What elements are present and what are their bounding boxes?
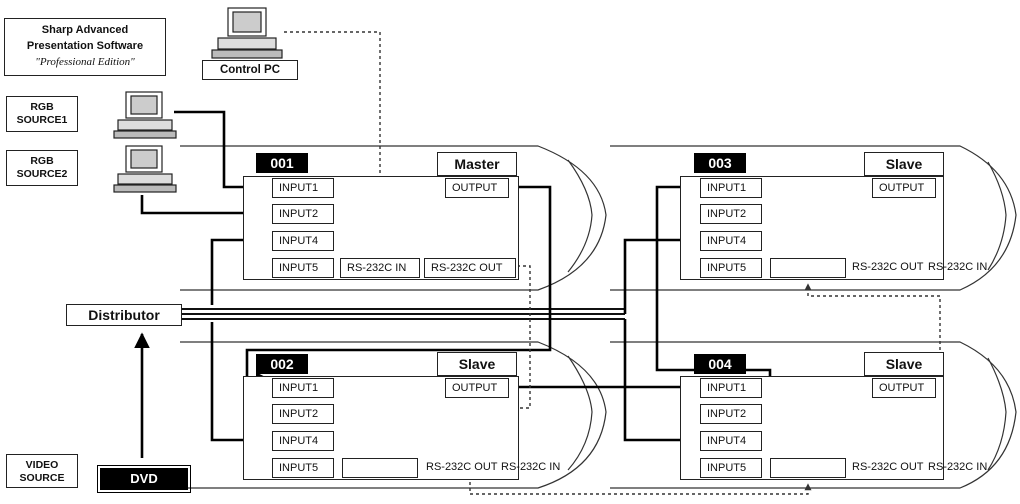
rgb-source1-pc-icon	[113, 91, 177, 139]
video-source-line1: VIDEO	[25, 459, 59, 471]
projector-002-empty-port	[342, 458, 418, 478]
projector-004-empty-port	[770, 458, 846, 478]
projector-002-output: OUTPUT	[445, 378, 509, 398]
projector-003-output: OUTPUT	[872, 178, 936, 198]
distributor-bus	[182, 308, 625, 320]
projector-001-input2: INPUT2	[272, 204, 334, 224]
video-source-line2: SOURCE	[19, 472, 65, 484]
projector-003-rs232c-out: RS-232C OUT	[852, 261, 924, 273]
control-pc-label: Control PC	[202, 60, 298, 80]
software-label-box	[4, 18, 166, 76]
projector-002-input5: INPUT5	[272, 458, 334, 478]
projector-004-input5: INPUT5	[700, 458, 762, 478]
control-pc-icon	[211, 7, 283, 59]
projector-body-002	[180, 341, 607, 489]
projector-004-rs232c-out: RS-232C OUT	[852, 461, 924, 473]
projector-002-input4: INPUT4	[272, 431, 334, 451]
projector-004-output: OUTPUT	[872, 378, 936, 398]
rgb-source2-line1: RGB	[30, 155, 54, 167]
projector-002-rs232c-in: RS-232C IN	[501, 461, 561, 473]
video-source-label: VIDEO SOURCE	[6, 454, 78, 488]
projector-003-input2: INPUT2	[700, 204, 762, 224]
software-edition: "Professional Edition"	[35, 56, 135, 68]
software-title-line1: Sharp Advanced	[41, 24, 129, 36]
projector-body-003	[610, 145, 1017, 291]
rgb-source1-label: RGB SOURCE1	[6, 96, 78, 132]
rgb-source2-label: RGB SOURCE2	[6, 150, 78, 186]
projector-002-input1: INPUT1	[272, 378, 334, 398]
projector-001-id: 001	[256, 153, 308, 173]
projector-003-input1: INPUT1	[700, 178, 762, 198]
projector-002-id: 002	[256, 354, 308, 374]
projector-003-id: 003	[694, 153, 746, 173]
projector-002-input2: INPUT2	[272, 404, 334, 424]
projector-004-id: 004	[694, 354, 746, 374]
projector-002-role: Slave	[437, 352, 517, 376]
projector-003-role: Slave	[864, 152, 944, 176]
projector-003-input4: INPUT4	[700, 231, 762, 251]
projector-003-rs232c-in: RS-232C IN	[928, 261, 988, 273]
projector-001-input4: INPUT4	[272, 231, 334, 251]
rgb-source2-line2: SOURCE2	[16, 168, 68, 180]
projector-003-input5: INPUT5	[700, 258, 762, 278]
projector-003-empty-port	[770, 258, 846, 278]
projector-001-input5: INPUT5	[272, 258, 334, 278]
rgb-source2-pc-icon	[113, 145, 177, 193]
dvd-player: DVD	[97, 465, 191, 493]
distributor-box: Distributor	[66, 304, 182, 326]
projector-001-role: Master	[437, 152, 517, 176]
projector-004-input1: INPUT1	[700, 378, 762, 398]
projector-004-role: Slave	[864, 352, 944, 376]
projector-004-input4: INPUT4	[700, 431, 762, 451]
projector-001-input1: INPUT1	[272, 178, 334, 198]
projector-body-001	[180, 145, 607, 291]
rgb-source1-line2: SOURCE1	[16, 114, 68, 126]
projector-002-rs232c-out: RS-232C OUT	[426, 461, 498, 473]
software-title-line2: Presentation Software	[26, 40, 144, 52]
projector-001-rs232c-in: RS-232C IN	[340, 258, 420, 278]
rgb-source1-line1: RGB	[30, 101, 54, 113]
projector-004-input2: INPUT2	[700, 404, 762, 424]
projector-001-rs232c-out: RS-232C OUT	[424, 258, 516, 278]
projector-001-output: OUTPUT	[445, 178, 509, 198]
projector-body-004	[610, 341, 1017, 489]
projector-004-rs232c-in: RS-232C IN	[928, 461, 988, 473]
